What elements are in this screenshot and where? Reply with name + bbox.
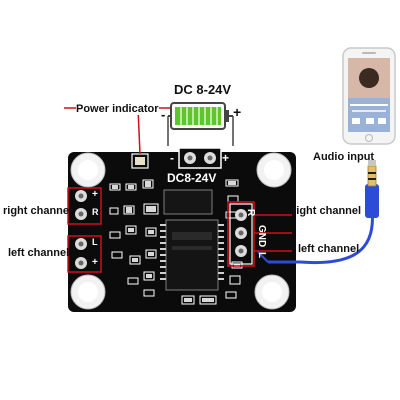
silk-left-bottom-plus: +: [92, 257, 98, 268]
right-board-pads: [229, 203, 253, 265]
silk-left-top-plus: +: [92, 189, 98, 200]
mount-hole-top-left: [70, 152, 106, 188]
right-channel-label-right: right channel: [292, 205, 362, 217]
audio-input-label: Audio input: [313, 151, 375, 163]
silk-r: R: [245, 209, 256, 217]
silk-left-bottom-l: L: [92, 237, 98, 247]
amplifier-ic: [160, 189, 224, 291]
silk-left-top-r: R: [92, 207, 99, 217]
silk-plus: +: [222, 151, 230, 165]
mount-hole-bottom-right: [254, 274, 290, 310]
mount-hole-top-right: [256, 152, 292, 188]
power-input-pads: [178, 147, 222, 169]
left-board-pads: [75, 190, 87, 269]
left-channel-label-right: left channel: [298, 243, 360, 255]
callout-box-audio-pads: [227, 201, 255, 267]
silk-voltage: DC8-24V: [167, 171, 217, 185]
mount-hole-bottom-left: [70, 274, 106, 310]
audio-jack-housing: [365, 184, 379, 218]
battery-icon: [167, 102, 234, 146]
silk-minus: -: [170, 151, 174, 165]
callout-box-left-channel-left: [67, 235, 102, 273]
supply-plus-sign: +: [233, 104, 242, 120]
supply-minus-sign: -: [161, 107, 166, 122]
left-channel-label-left: left channel: [8, 247, 70, 259]
silk-gnd: GND: [256, 225, 267, 248]
smartphone-icon: [342, 47, 396, 145]
right-channel-label-left: right channel: [3, 205, 73, 217]
silk-l: L: [256, 252, 267, 259]
supply-voltage-label: DC 8-24V: [174, 82, 232, 97]
audio-jack-plug: [367, 165, 377, 187]
callout-box-right-channel-left: [67, 187, 102, 225]
audio-cable: [257, 160, 379, 265]
amplifier-board: [68, 147, 296, 312]
power-indicator-label: Power indicator: [76, 103, 159, 115]
callout-line-power-indicator: [137, 107, 141, 155]
